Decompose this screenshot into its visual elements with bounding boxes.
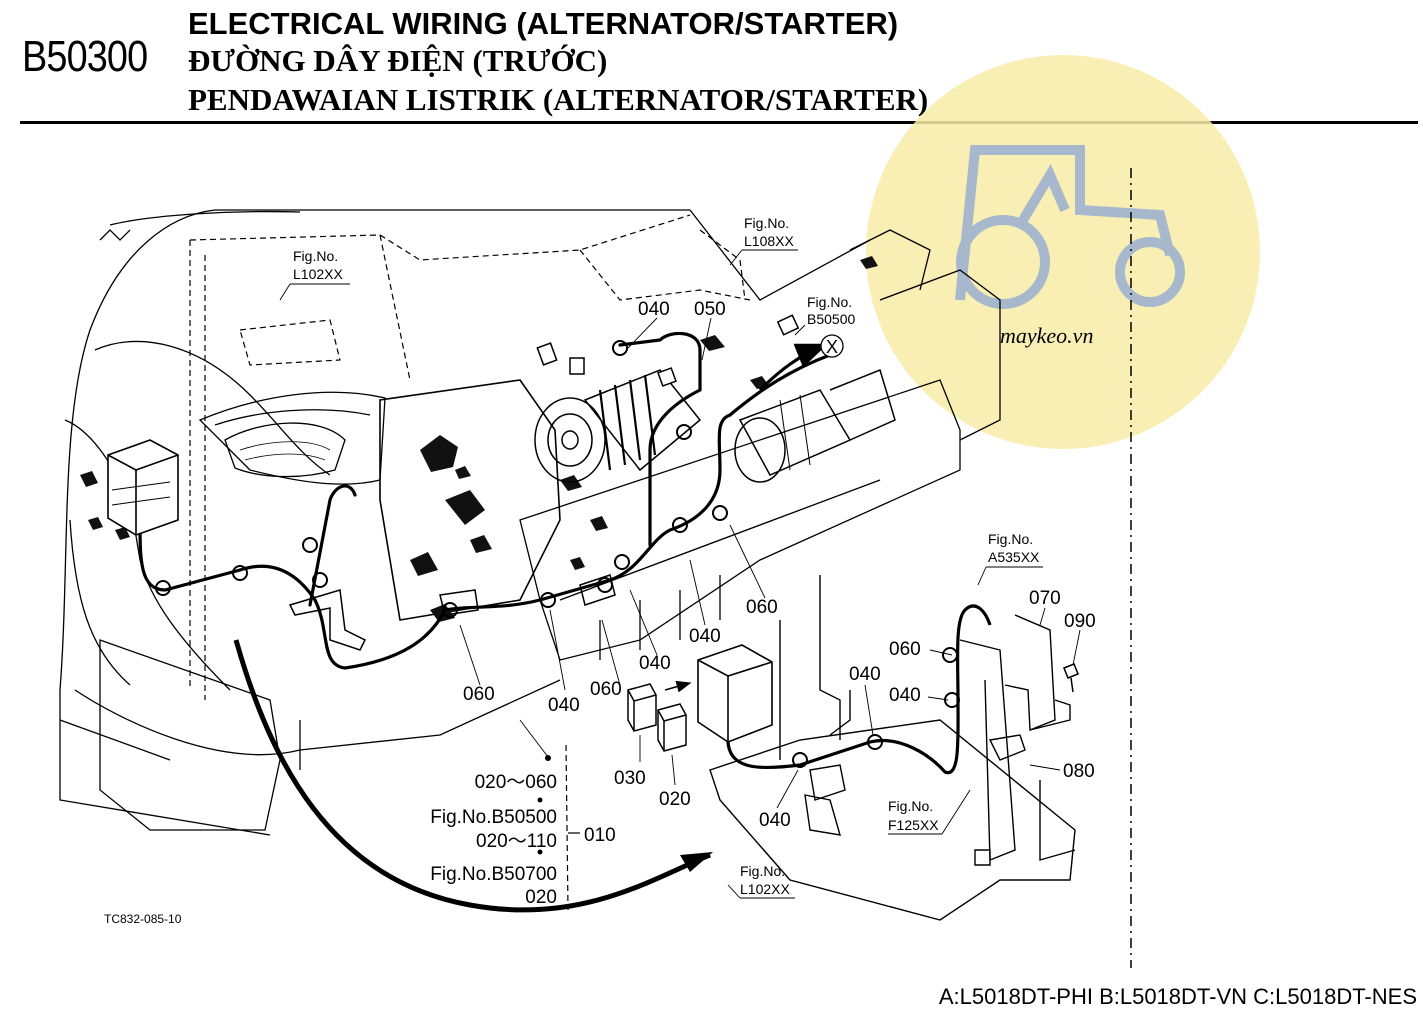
- ref-f125: Fig.No. F125XX: [888, 798, 939, 833]
- part-040: 040: [639, 653, 671, 674]
- ref-l102-bottom-value: L102XX: [740, 881, 790, 897]
- part-040: 040: [548, 695, 580, 716]
- part-060: 060: [889, 639, 921, 660]
- detail-arrowhead: [680, 852, 713, 872]
- legend-item: 020: [525, 887, 557, 908]
- watermark-logo: maykeo.vn: [866, 55, 1260, 449]
- part-040: 040: [889, 685, 921, 706]
- legend-bracket: [565, 744, 580, 911]
- ref-l102-top-value: L102XX: [293, 266, 343, 282]
- title-vietnamese: ĐƯỜNG DÂY ĐIỆN (TRƯỚC): [188, 43, 608, 78]
- detail-panel: [709, 575, 1076, 921]
- grille-patches: [80, 256, 878, 622]
- part-060: 060: [590, 679, 622, 700]
- legend-range-1: 020～060: [475, 772, 557, 793]
- drawing-code: TC832-085-10: [104, 912, 182, 926]
- legend: 020～060 Fig.No.B50500 020～110 Fig.No.B50…: [430, 772, 615, 908]
- tractor-front-body: [59, 209, 871, 836]
- legend-fig-2: Fig.No.B50700: [430, 864, 557, 885]
- part-030: 030: [614, 768, 646, 789]
- ref-l102-top: Fig.No. L102XX: [293, 248, 343, 282]
- figure-code: B50300: [22, 32, 148, 81]
- part-070: 070: [1029, 588, 1061, 609]
- clamps: [155, 340, 728, 618]
- part-090: 090: [1064, 611, 1096, 632]
- title-indonesian: PENDAWAIAN LISTRIK (ALTERNATOR/STARTER): [188, 82, 929, 117]
- part-040: 040: [638, 299, 670, 320]
- part-040: 040: [759, 810, 791, 831]
- relay-020: [657, 703, 687, 752]
- bolt-090: [1063, 663, 1079, 693]
- part-020: 020: [659, 789, 691, 810]
- watermark-text: maykeo.vn: [1000, 323, 1093, 348]
- part-050: 050: [694, 299, 726, 320]
- detail-harness: [726, 604, 992, 775]
- part-040: 040: [849, 664, 881, 685]
- harness-to-starter-arrow: [758, 343, 828, 392]
- ref-l102-bottom-label: Fig.No.: [740, 863, 785, 879]
- ref-l108-label: Fig.No.: [744, 215, 789, 231]
- bracket-070: [988, 614, 1071, 761]
- marker-x-circle: [820, 334, 844, 358]
- ref-b50500-label: Fig.No.: [807, 294, 852, 310]
- legend-dots: [537, 755, 551, 855]
- legend-assembly-number: 010: [584, 825, 616, 846]
- ref-l102-top-label: Fig.No.: [293, 248, 338, 264]
- part-060: 060: [463, 684, 495, 705]
- part-040: 040: [689, 626, 721, 647]
- part-080: 080: [1063, 761, 1095, 782]
- fuse-box-detail: [697, 644, 773, 743]
- ref-b50500: Fig.No. B50500: [805, 294, 863, 330]
- title-english: ELECTRICAL WIRING (ALTERNATOR/STARTER): [188, 6, 899, 41]
- part-callouts: 040 050 060 040 040 060 060 040 070 090 …: [463, 299, 1096, 831]
- ref-a535-value: A535XX: [988, 549, 1040, 565]
- ref-f125-value: F125XX: [888, 817, 939, 833]
- model-applicability: A:L5018DT-PHI B:L5018DT-VN C:L5018DT-NES: [938, 984, 1417, 1009]
- alternator: [534, 369, 702, 483]
- wiring-harness: [138, 331, 832, 670]
- header-divider: [20, 121, 1418, 124]
- ref-b50500-value: B50500: [807, 311, 855, 327]
- marker-x-label: X: [826, 337, 838, 357]
- ref-l108-value: L108XX: [744, 233, 794, 249]
- headlight: [224, 422, 346, 478]
- part-060: 060: [746, 597, 778, 618]
- detail-arrow: [233, 639, 711, 913]
- ref-l102-bottom: Fig.No. L102XX: [740, 863, 790, 897]
- tractor-icon: [955, 145, 1185, 309]
- ref-a535: Fig.No. A535XX: [988, 531, 1040, 565]
- starter-motor: [734, 368, 896, 483]
- mount-brackets: [288, 574, 616, 651]
- ref-l108: Fig.No. L108XX: [744, 215, 794, 249]
- hood-frame-dashed: [189, 214, 751, 700]
- relay-030: [627, 683, 657, 732]
- ref-f125-label: Fig.No.: [888, 798, 933, 814]
- connectors: [536, 314, 800, 387]
- ref-a535-label: Fig.No.: [988, 531, 1033, 547]
- fuse-insert-arrow: [664, 680, 692, 693]
- legend-fig-1: Fig.No.B50500: [430, 807, 557, 828]
- legend-range-2: 020～110: [476, 831, 557, 852]
- fuse-box-front: [107, 439, 179, 536]
